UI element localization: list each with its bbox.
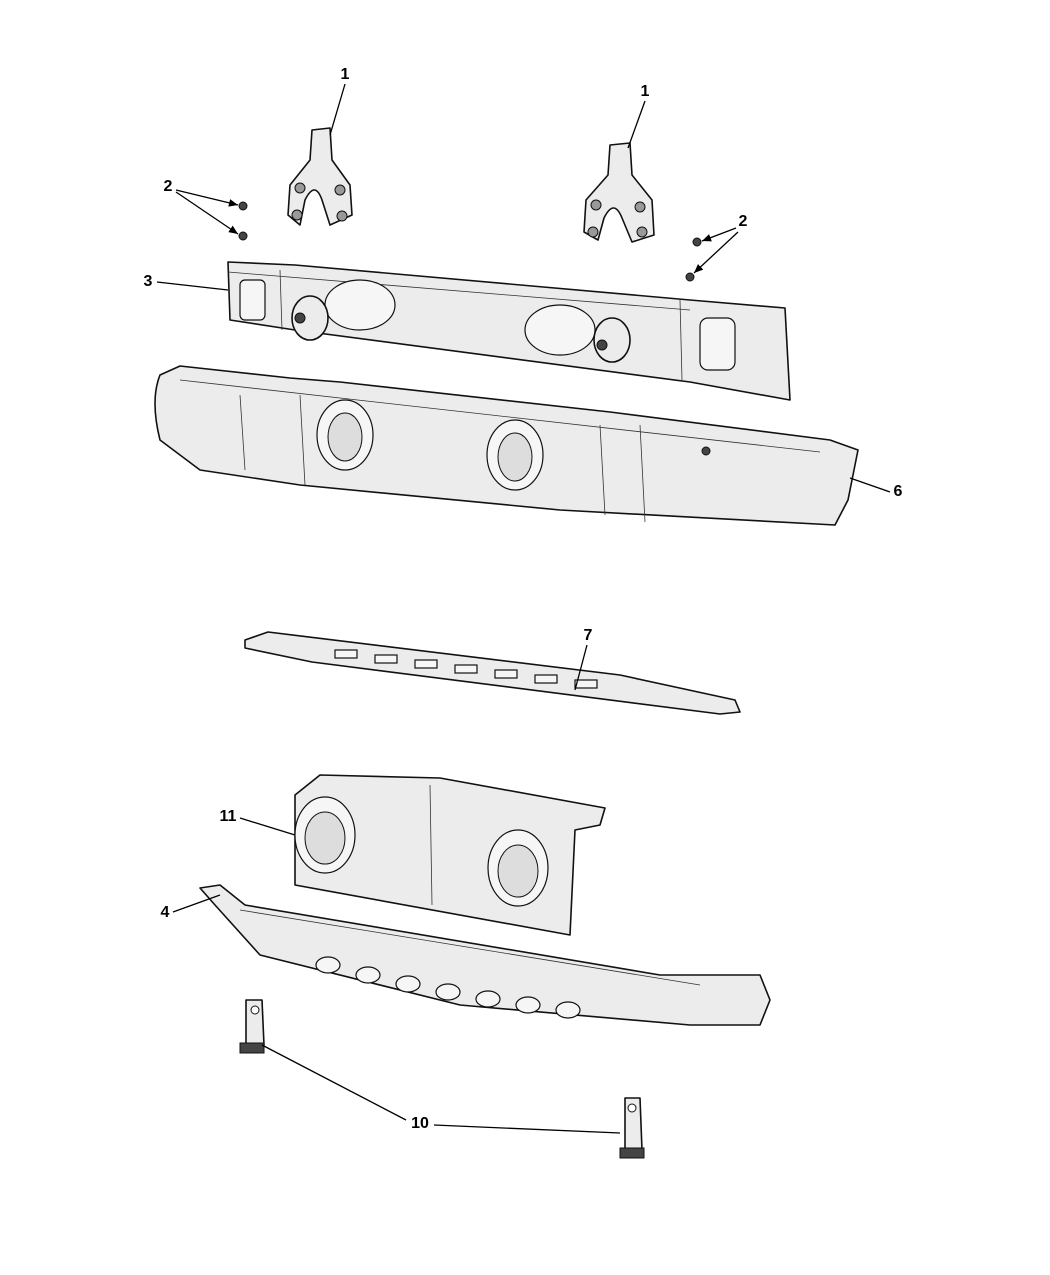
bumper-reinforcement-beam bbox=[227, 261, 791, 401]
callout-1-left: 1 bbox=[340, 66, 350, 83]
callout-1-right: 1 bbox=[640, 83, 650, 100]
bumper-plate bbox=[244, 631, 741, 715]
bumper-fascia bbox=[154, 365, 859, 526]
callout-10: 10 bbox=[411, 1115, 429, 1132]
callout-3: 3 bbox=[143, 273, 153, 290]
mounting-bracket-right bbox=[583, 142, 655, 243]
bumper-cover bbox=[294, 774, 606, 936]
mounting-bracket-left bbox=[287, 127, 353, 226]
leader-lines bbox=[156, 83, 891, 1134]
callout-7: 7 bbox=[583, 627, 593, 644]
callout-6: 6 bbox=[893, 483, 903, 500]
bolts bbox=[238, 201, 702, 282]
callout-2-left: 2 bbox=[163, 178, 173, 195]
callout-4: 4 bbox=[160, 904, 170, 921]
tow-hook-right bbox=[619, 1097, 645, 1159]
callout-2-right: 2 bbox=[738, 213, 748, 230]
callout-11: 11 bbox=[219, 808, 237, 825]
tow-hook-left bbox=[239, 999, 265, 1054]
skid-plate bbox=[199, 884, 771, 1026]
